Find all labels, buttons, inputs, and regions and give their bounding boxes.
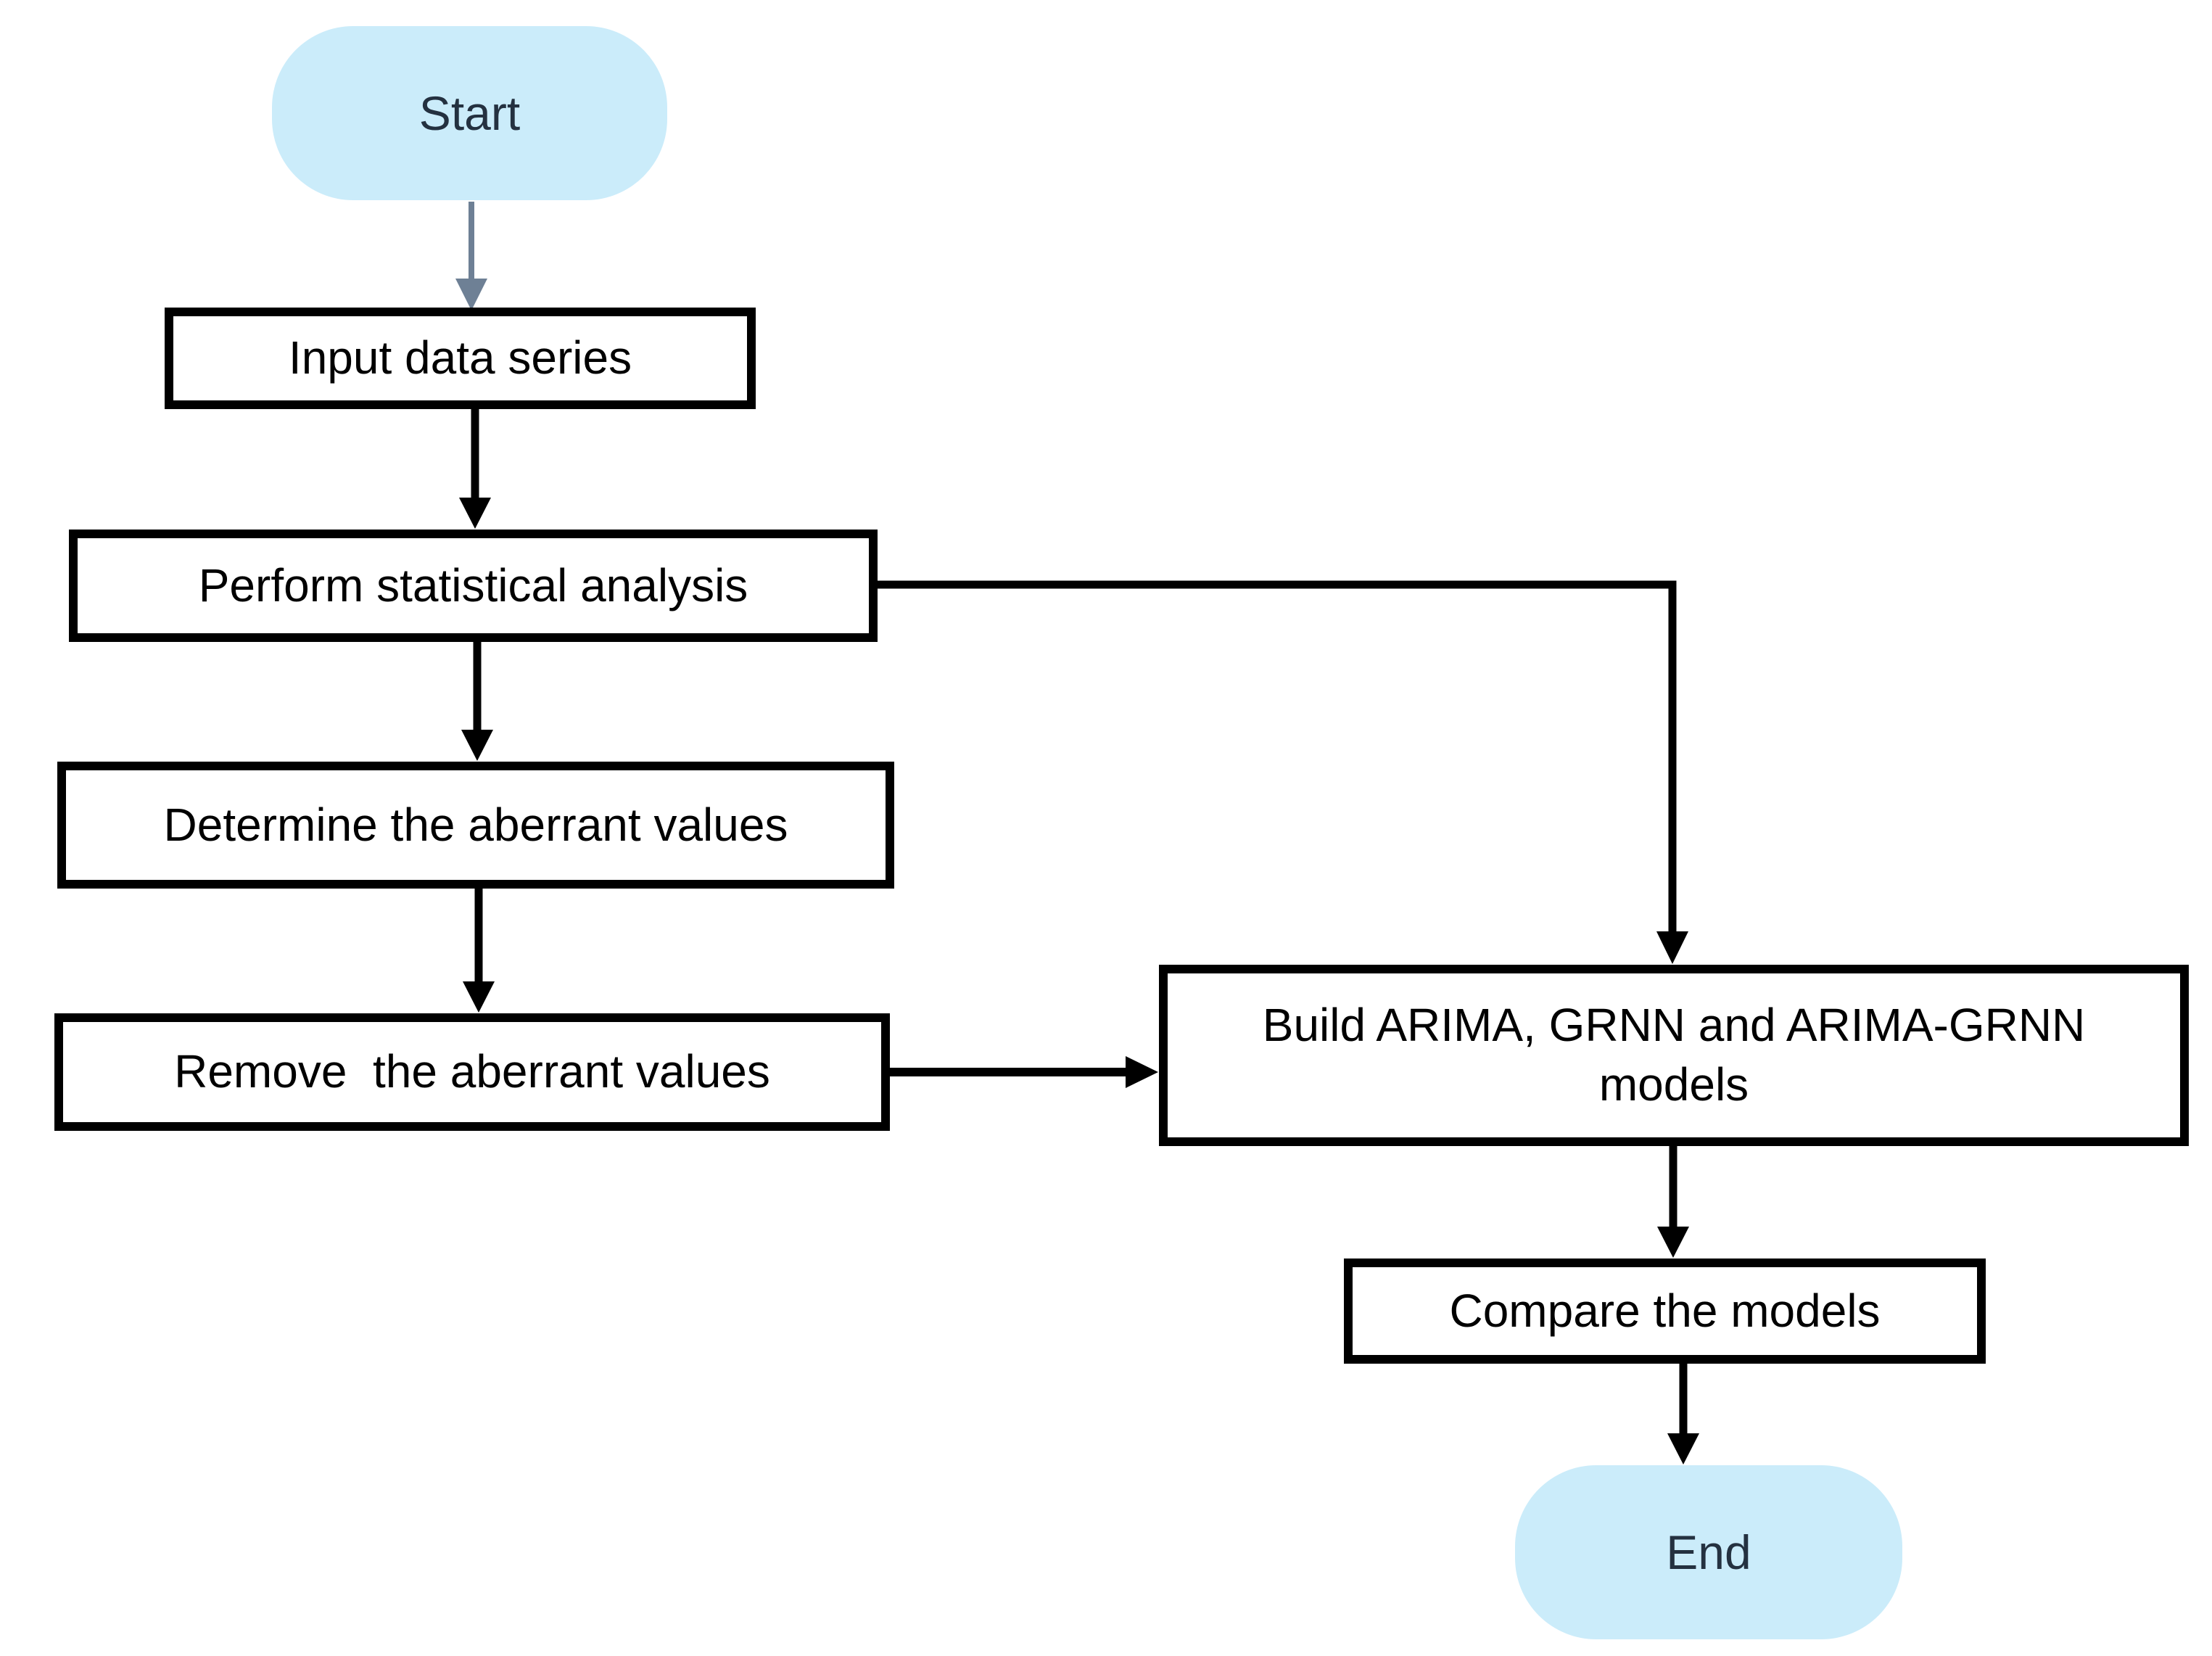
arrowhead-icon (1667, 1433, 1699, 1465)
edge-build-to-compare (1657, 1145, 1689, 1258)
edge-start-to-input (455, 202, 487, 310)
edge-line (876, 580, 1677, 934)
node-build-models: Build ARIMA, GRNN and ARIMA-GRNN models (1159, 965, 2189, 1146)
node-start-label: Start (418, 86, 521, 140)
node-end-label: End (1666, 1525, 1751, 1579)
node-remove-aberrant-values: Remove the aberrant values (54, 1013, 890, 1131)
node-determine-aberrant-values: Determine the aberrant values (57, 762, 894, 889)
node-compare-models: Compare the models (1344, 1259, 1986, 1364)
arrowhead-icon (455, 279, 487, 310)
node-compare-models-label: Compare the models (1449, 1284, 1881, 1337)
node-build-models-label: Build ARIMA, GRNN and ARIMA-GRNN models (1262, 999, 2099, 1111)
arrowhead-icon (1656, 931, 1688, 964)
node-perform-statistical-analysis-label: Perform statistical analysis (198, 559, 748, 611)
arrowhead-icon (459, 498, 491, 529)
edge-compare-to-end (1667, 1362, 1699, 1465)
arrowhead-icon (463, 981, 495, 1013)
node-perform-statistical-analysis: Perform statistical analysis (69, 530, 878, 642)
node-start: Start (272, 26, 667, 200)
arrowhead-icon (461, 730, 493, 761)
arrowhead-icon (1657, 1227, 1689, 1258)
edge-remove-to-build (888, 1056, 1158, 1088)
node-input-data-series-label: Input data series (288, 331, 632, 384)
edge-analysis-to-build-elbow (876, 580, 1688, 964)
node-input-data-series: Input data series (165, 308, 756, 409)
node-remove-aberrant-values-label: Remove the aberrant values (174, 1045, 770, 1098)
edge-analysis-to-determine (461, 640, 493, 761)
edge-input-to-analysis (459, 408, 491, 529)
node-determine-aberrant-values-label: Determine the aberrant values (163, 798, 788, 851)
arrowhead-icon (1126, 1056, 1158, 1088)
edge-determine-to-remove (463, 887, 495, 1013)
node-end: End (1515, 1465, 1902, 1639)
